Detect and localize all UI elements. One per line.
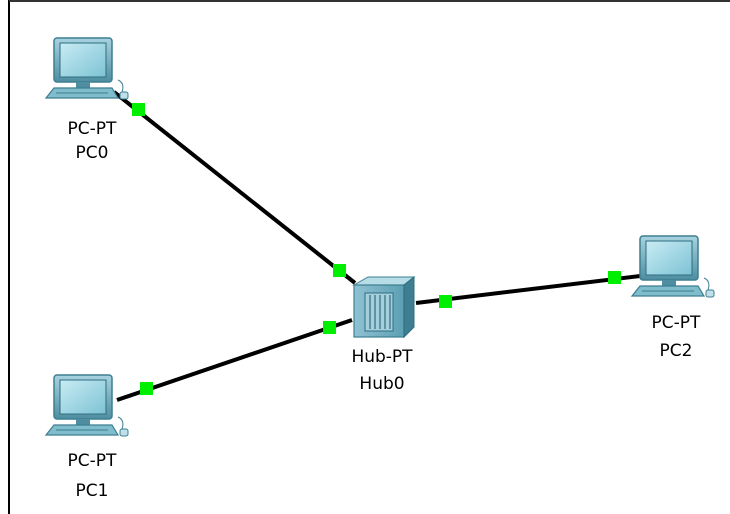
- pc-icon[interactable]: [45, 37, 129, 100]
- device-name-label[interactable]: PC1: [76, 481, 109, 501]
- device-pc0[interactable]: PC-PT PC0: [45, 37, 129, 163]
- link-lights: [132, 103, 621, 395]
- cables: [112, 90, 641, 402]
- pc-icon[interactable]: [631, 235, 715, 298]
- device-type-label: PC-PT: [68, 119, 118, 139]
- hub-icon[interactable]: [353, 276, 415, 338]
- device-type-label: Hub-PT: [351, 347, 413, 367]
- device-pc1[interactable]: PC-PT PC1: [45, 374, 129, 501]
- link-light-hub0-port0: [333, 264, 346, 277]
- link-light-pc1: [140, 382, 153, 395]
- link-light-pc0: [132, 103, 145, 116]
- link-light-hub0-port2: [439, 295, 452, 308]
- device-type-label: PC-PT: [652, 313, 702, 333]
- device-name-label[interactable]: PC2: [660, 341, 693, 361]
- cable-pc1-hub0[interactable]: [116, 318, 353, 402]
- link-light-hub0-port1: [323, 321, 336, 334]
- link-light-pc2: [608, 271, 621, 284]
- device-type-label: PC-PT: [68, 451, 118, 471]
- device-hub0[interactable]: Hub-PT Hub0: [351, 276, 415, 394]
- device-name-label[interactable]: Hub0: [359, 374, 404, 394]
- device-pc2[interactable]: PC-PT PC2: [631, 235, 715, 361]
- cable-hub0-pc2[interactable]: [415, 274, 641, 305]
- cable-pc0-hub0[interactable]: [112, 90, 357, 285]
- pc-icon[interactable]: [45, 374, 129, 437]
- device-name-label[interactable]: PC0: [76, 143, 109, 163]
